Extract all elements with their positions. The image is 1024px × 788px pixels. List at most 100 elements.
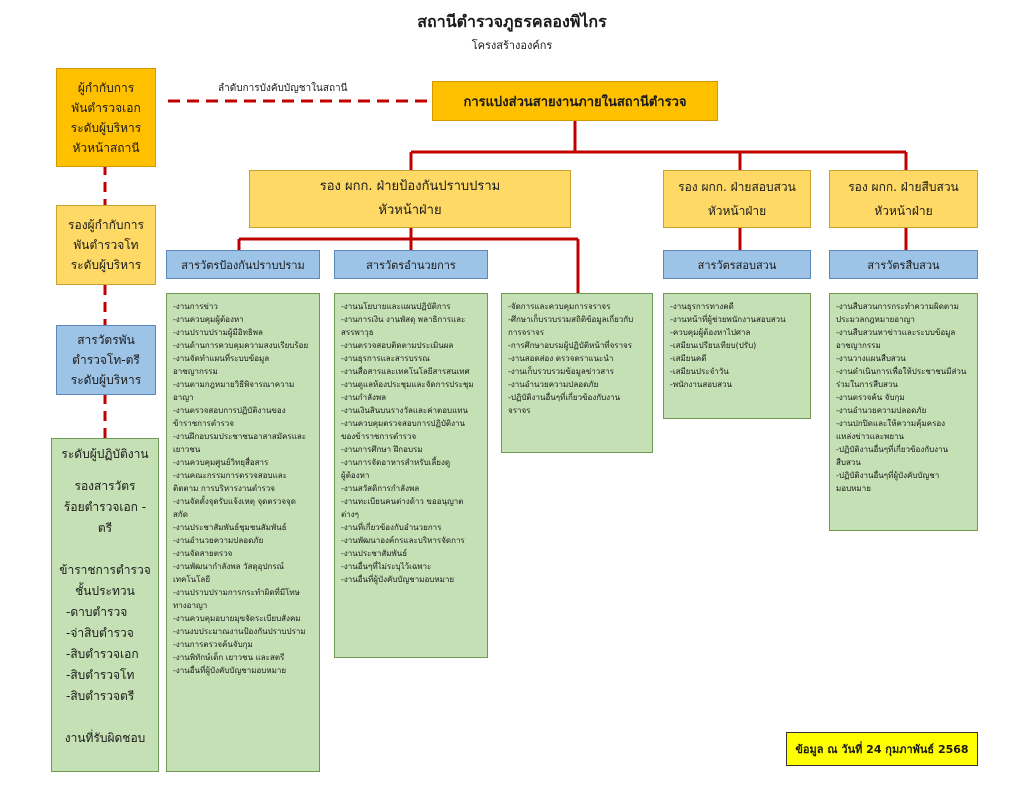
duty-item: -งานตรวจสอบติดตามประเมินผล [341,341,454,350]
page-subtitle: โครงสร้างองค์กร [471,39,553,52]
operations-line: -สิบตำรวจตรี [66,689,135,703]
duty-item: -งานควบคุมผู้ต้องหา [173,315,244,324]
operations-line: -ดาบตำรวจ [66,605,128,619]
duty-item: สรรพาวุธ [341,328,374,337]
duty-item: ทางอาญา [173,601,208,610]
deputy-commander-box: รองผู้กำกับการ พันตำรวจโท ระดับผู้บริหาร [56,205,156,285]
chain-label: ลำดับการบังคับบัญชาในสถานี [218,83,348,94]
operations-line: -จ่าสิบตำรวจ [66,626,134,640]
deputy-prevention-box: รอง ผกก. ฝ่ายป้องกันปราบปราม หัวหน้าฝ่าย [249,170,571,228]
duty-item: -งานพัฒนากำลังพล วัสดุอุปกรณ์ [173,562,285,571]
duty-item: -ปฏิบัติงานอื่นๆที่เกี่ยวข้องกับงาน [508,393,621,402]
duty-item: -พนักงานสอบสวน [670,380,732,389]
duties-admin-list: -งานนโยบายและแผนปฏิบัติการ -งานการเงิน งา… [334,293,488,658]
duty-item: มอบหมาย [836,484,871,493]
duty-item: สืบสวน [836,458,861,467]
duty-item: ประมวลกฎหมายอาญา [836,315,915,324]
operations-line: ชั้นประทวน [75,584,135,598]
duty-item: -งานการเงิน งานพัสดุ พลาธิการและ [341,315,466,324]
duty-item: -งานควบคุมตรวจสอบการปฏิบัติงาน [341,419,465,428]
duty-item: เทคโนโลยี [173,575,211,584]
duty-item: -งานจัดตั้งจุดรับแจ้งเหตุ จุดตรวจจุด [173,497,296,506]
operations-line: ข้าราชการตำรวจ [59,563,151,577]
duty-item: -งานกำลังพล [341,393,387,402]
duty-item: ผู้ต้องหา [341,471,370,480]
duty-item: ของข้าราชการตำรวจ [341,432,417,441]
duty-item: -งานอื่นที่ผู้บังคับบัญชามอบหมาย [341,575,455,584]
duties-traffic-list: -จัดการและควบคุมการจราจร-ศึกษาเก็บรวบรวม… [501,293,653,453]
operations-line: งานที่รับผิดชอบ [64,731,146,745]
duty-item: -งานสืบสวนการกระทำความผิดตาม [836,302,959,311]
duty-item: -งานที่เกี่ยวข้องกับอำนวยการ [341,523,442,532]
duty-item: สกัด [173,510,188,519]
operations-line [56,539,154,560]
duty-item: -งานการตรวจค้นจับกุม [173,640,253,649]
duty-item: -งานการข่าว [173,302,218,311]
duty-item: -งานอำนวยความปลอดภัย [508,380,599,389]
duty-item: การจราจร [508,328,545,337]
duty-item: -ศึกษาเก็บรวบรวมสถิติข้อมูลเกี่ยวกับ [508,315,634,324]
operations-lines: รองสารวัตรร้อยตำรวจเอก -ตรี ข้าราชการตำร… [56,476,154,749]
duty-item: -งานพิทักษ์เด็ก เยาวชน และสตรี [173,653,285,662]
duties-prevention-list: -งานการข่าว -งานควบคุมผู้ต้องหา -งานปราบปร… [166,293,320,772]
duty-item: -การศึกษาอบรมผู้ปฏิบัติหน้าที่จราจร [508,341,633,350]
operations-line: -สิบตำรวจเอก [66,647,139,661]
duty-item: -เสมียนคดี [670,354,707,363]
duty-item: -งานพัฒนาองค์กรและบริหารจัดการ [341,536,465,545]
duty-item: ติดตาม การบริหารงานตำรวจ [173,484,275,493]
inspector-box: สารวัตรพัน ตำรวจโท-ตรี ระดับผู้บริหาร [56,325,156,395]
duty-item: -งานทะเบียนคนต่างด้าว ขออนุญาต [341,497,464,506]
duty-item: จราจร [508,406,531,415]
inspector-prevention-box: สารวัตรป้องกันปราบปราม [166,250,320,279]
duty-item: ร่วมในการสืบสวน [836,380,898,389]
duty-item: -งานตามกฎหมายวิธีพิจารณาความ [173,380,295,389]
duty-item: -งานปราบปรามการกระทำผิดที่มีโทษ [173,588,300,597]
duty-item: -เสมียนประจำวัน [670,367,729,376]
duty-item: -ปฏิบัติงานอื่นๆที่เกี่ยวข้องกับงาน [836,445,949,454]
duty-item: -ปฏิบัติงานอื่นๆที่ผู้บังคับบัญชา [836,471,940,480]
operations-line: ร้อยตำรวจเอก - [63,500,147,514]
duty-item: -งานดูแลห้องประชุมและจัดการประชุม [341,380,474,389]
duty-item: -งานนโยบายและแผนปฏิบัติการ [341,302,451,311]
duty-item: -งานคณะกรรมการตรวจสอบและ [173,471,287,480]
duties-detective-list: -งานสืบสวนการกระทำความผิดตามประมวลกฎหมาย… [829,293,978,531]
duties-investigation-list: -งานธุรการทางคดี -งานหน้าที่ผู้ช่วยพนักงา… [663,293,811,419]
operations-line: ตรี [97,521,113,535]
inspector-admin-box: สารวัตรอำนวยการ [334,250,488,279]
duty-item: -งานการศึกษา ฝึกอบรม [341,445,423,454]
duty-item: ข้าราชการตำรวจ [173,419,234,428]
main-division-box: การแบ่งส่วนสายงานภายในสถานีตำรวจ [432,81,718,121]
duty-item: -งานธุรการทางคดี [670,302,734,311]
duty-item: -งานประชาสัมพันธ์ชุมชนสัมพันธ์ [173,523,287,532]
duty-item: -เสมียนเปรียบเทียบ(ปรับ) [670,341,757,350]
duty-item: -งานตรวจค้น จับกุม [836,393,905,402]
duty-item: อาชญากรรม [836,341,881,350]
duty-item: อาญา [173,393,194,402]
duty-item: ต่างๆ [341,510,359,519]
commander-box: ผู้กำกับการ พันตำรวจเอก ระดับผู้บริหาร ห… [56,68,156,167]
duty-item: -งานปกปิดและให้ความคุ้มครอง [836,419,946,428]
duty-item: -งานอื่นๆที่ไม่ระบุไว้เฉพาะ [341,562,432,571]
operations-line [56,707,154,728]
duty-item: -งานดำเนินการเพื่อให้ประชาชนมีส่วน [836,367,967,376]
duty-item: -งานเงินสินบนรางวัลและค่าตอบแทน [341,406,469,415]
operations-line: -สิบตำรวจโท [66,668,135,682]
operations-box: ระดับผู้ปฏิบัติงาน รองสารวัตรร้อยตำรวจเอ… [51,438,159,772]
duty-item: -งานประชาสัมพันธ์ [341,549,408,558]
duty-item: -งานอื่นที่ผู้บังคับบัญชามอบหมาย [173,666,287,675]
duty-item: -งานปราบปรามผู้มีอิทธิพล [173,328,263,337]
duty-item: -งานหน้าที่ผู้ช่วยพนักงานสอบสวน [670,315,786,324]
duty-item: -งานสื่อสารและเทคโนโลยีสารสนเทศ [341,367,470,376]
duty-item: แหล่งข่าวและพยาน [836,432,904,441]
duty-item: -งานด้านการควบคุมความสงบเรียบร้อย [173,341,309,350]
duty-item: -งานงบประมาณงานป้องกันปราบปราม [173,627,306,636]
duty-item: -งานฝึกอบรมประชาชนอาสาสมัครและ [173,432,307,441]
duty-item: -งานตรวจสอบการปฏิบัติงานของ [173,406,286,415]
duty-item: อาชญากรรม [173,367,218,376]
page-title: สถานีตำรวจภูธรคลองพิไกร [417,12,607,31]
duty-item: เยาวชน [173,445,201,454]
duty-item: -งานธุรการและสารบรรณ [341,354,430,363]
duty-item: -งานสวัสดิการกำลังพล [341,484,420,493]
duty-item: -งานจัดทำแผนที่ระบบข้อมูล [173,354,270,363]
inspector-investigation-box: สารวัตรสอบสวน [663,250,811,279]
